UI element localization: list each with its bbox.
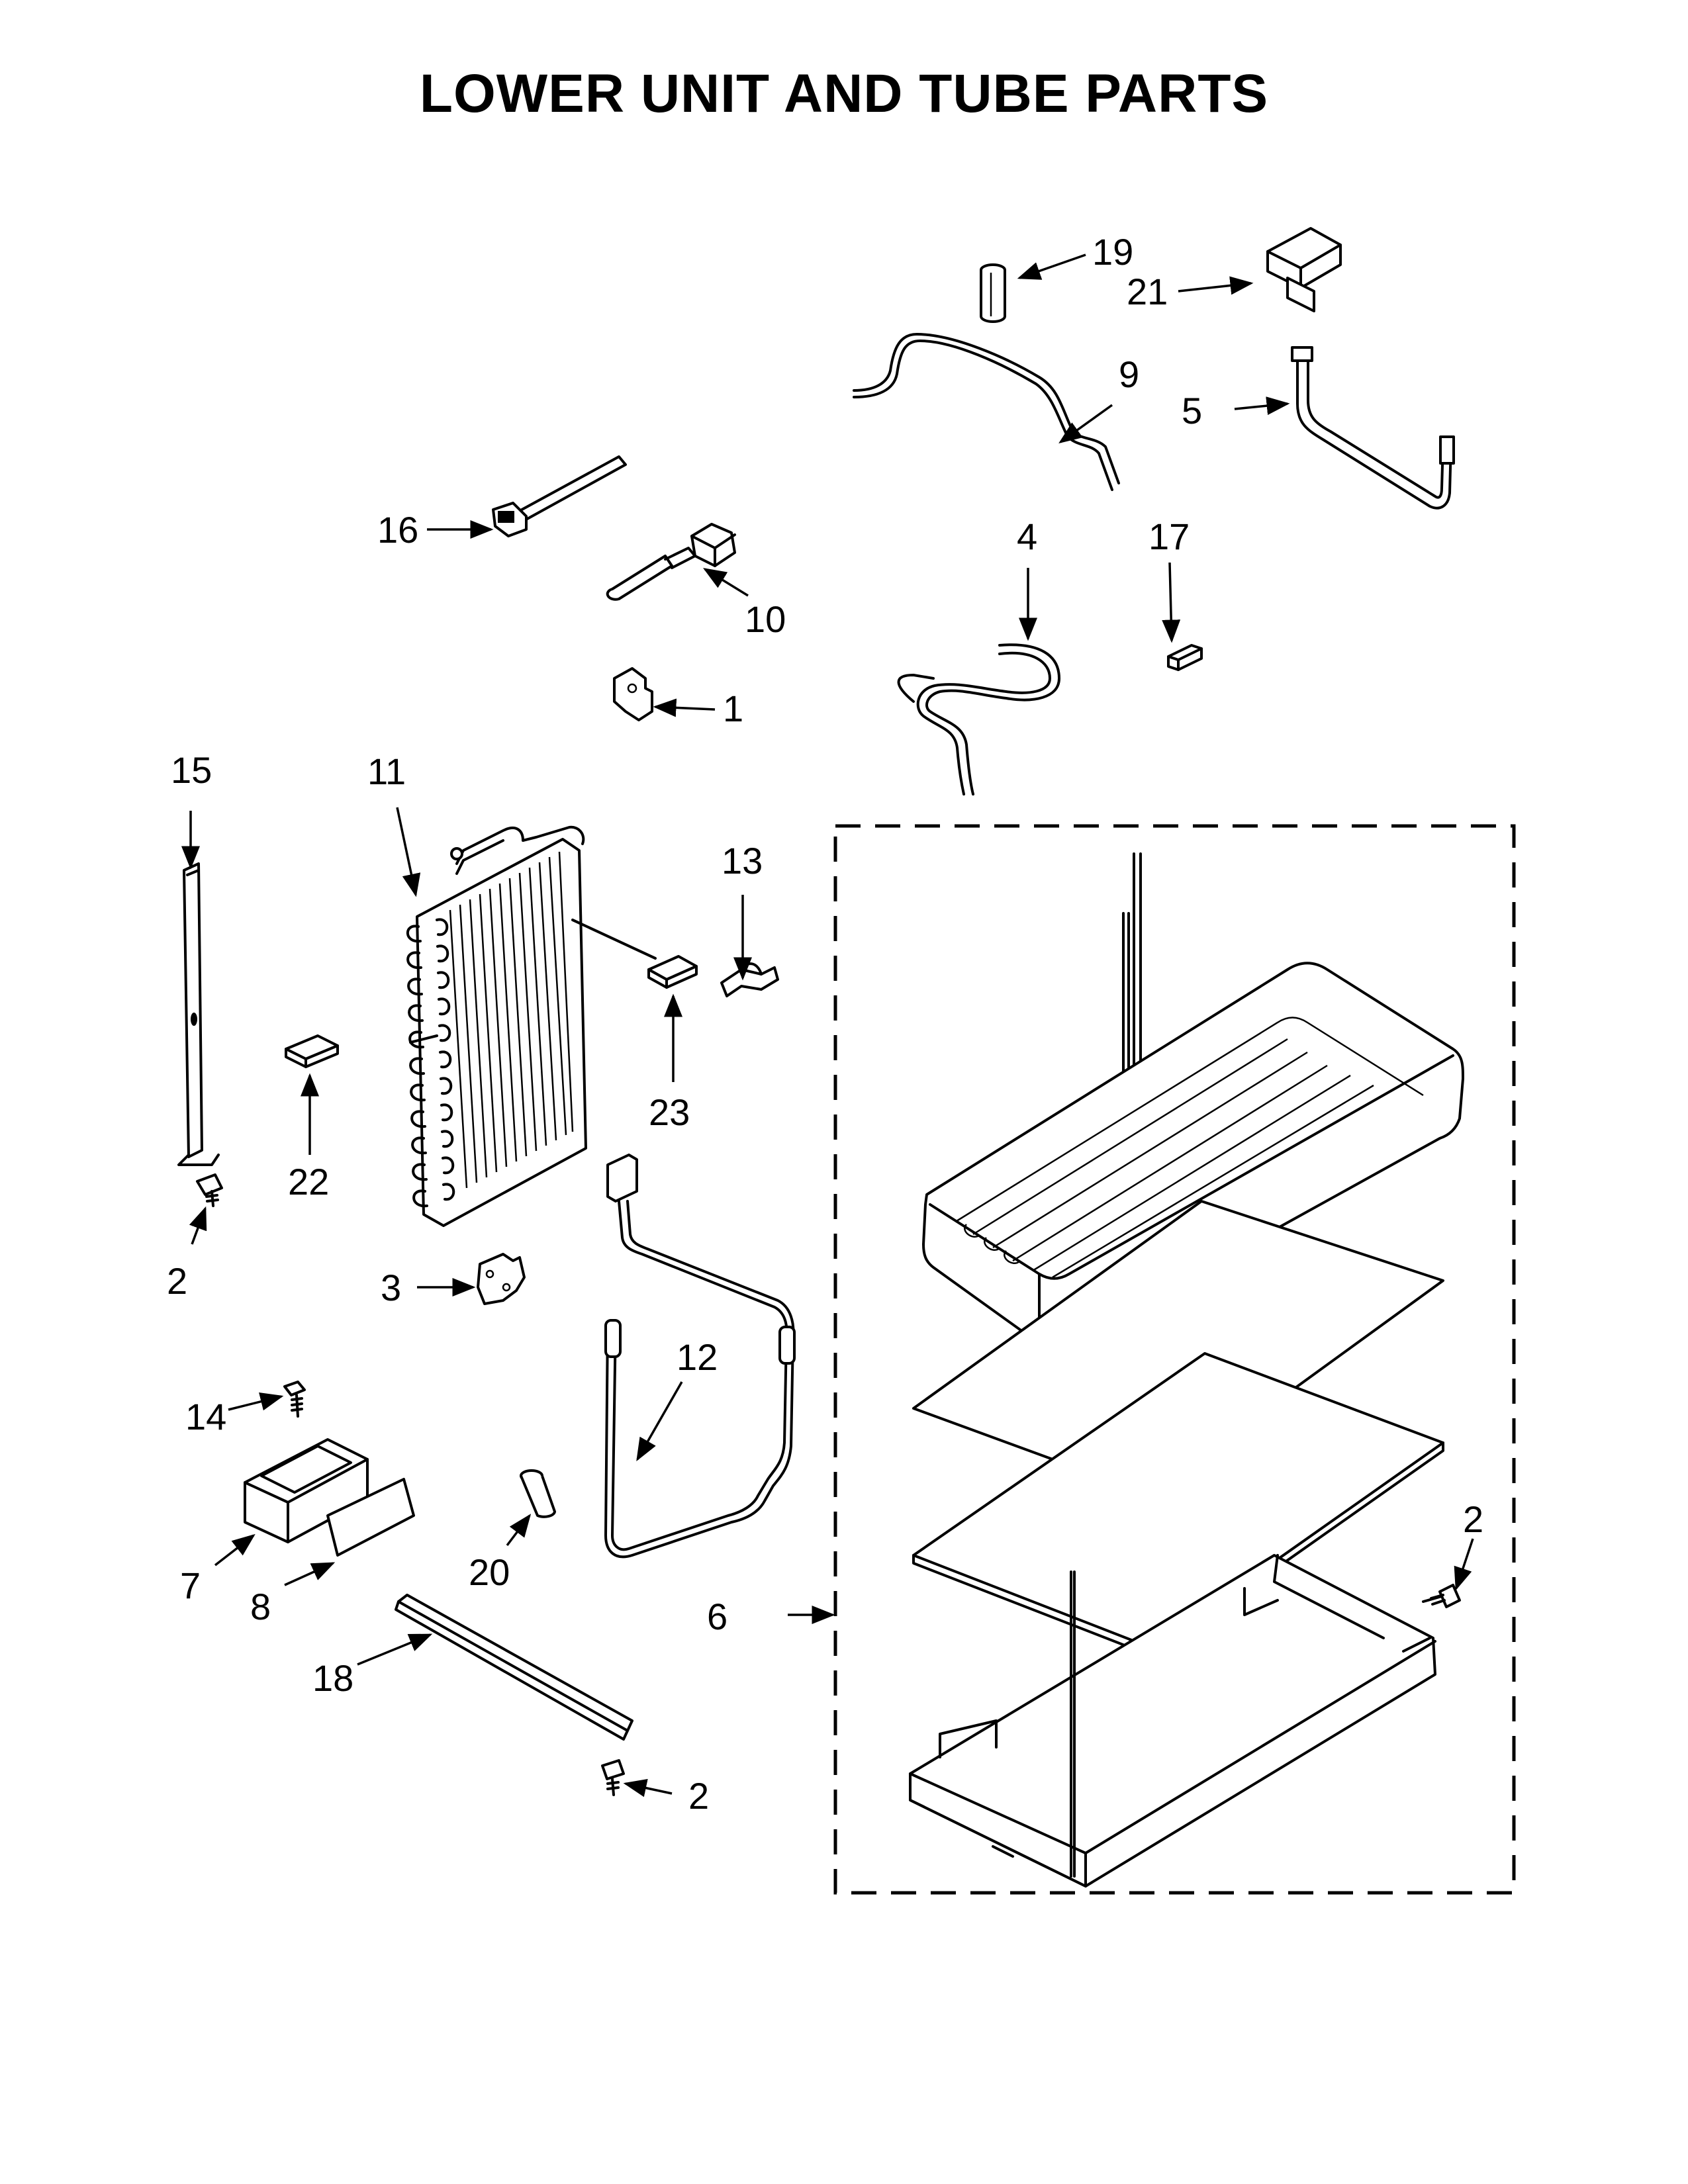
callout-5: 5 bbox=[1182, 390, 1202, 432]
callout-13: 13 bbox=[722, 840, 763, 882]
part-6-assembly-box[interactable] bbox=[833, 824, 1516, 1895]
callout-23: 23 bbox=[649, 1091, 690, 1133]
part-16-cable-tie[interactable] bbox=[492, 455, 627, 537]
part-22-pad[interactable] bbox=[285, 1034, 339, 1068]
callout-10: 10 bbox=[745, 598, 786, 640]
part-1-plate[interactable] bbox=[613, 667, 653, 721]
part-19-sleeve[interactable] bbox=[980, 263, 1006, 323]
part-9-tube[interactable] bbox=[853, 333, 1120, 491]
part-17-clip[interactable] bbox=[1167, 644, 1203, 671]
callout-6: 6 bbox=[707, 1596, 727, 1637]
part-8-plate[interactable] bbox=[326, 1478, 415, 1557]
callout-2-c: 2 bbox=[1463, 1498, 1483, 1540]
part-14-screw[interactable] bbox=[283, 1381, 306, 1418]
part-23-pad[interactable] bbox=[647, 955, 698, 989]
callout-11: 11 bbox=[367, 751, 406, 792]
part-6-drain-pan[interactable] bbox=[922, 852, 1464, 1349]
callout-21: 21 bbox=[1127, 271, 1168, 312]
part-20-sleeve[interactable] bbox=[520, 1469, 556, 1518]
callout-1: 1 bbox=[723, 688, 743, 729]
part-15-bar[interactable] bbox=[177, 862, 220, 1166]
callout-8: 8 bbox=[250, 1586, 271, 1627]
part-18-strip[interactable] bbox=[395, 1594, 633, 1741]
part-7-cover[interactable] bbox=[244, 1438, 369, 1543]
part-5-tube[interactable] bbox=[1291, 346, 1455, 510]
callout-19: 19 bbox=[1092, 231, 1133, 273]
part-13-clip[interactable] bbox=[720, 962, 779, 997]
callout-16: 16 bbox=[377, 509, 418, 551]
callout-22: 22 bbox=[288, 1161, 329, 1203]
leader-lines bbox=[181, 253, 1474, 1797]
callout-labels: 19 21 9 5 16 10 1 4 17 15 11 13 22 23 2 … bbox=[167, 231, 1483, 1817]
callout-2-b: 2 bbox=[688, 1775, 709, 1817]
callout-7: 7 bbox=[180, 1565, 201, 1606]
part-6-pan-base[interactable] bbox=[909, 1554, 1436, 1888]
part-2-screw-a[interactable] bbox=[196, 1173, 223, 1207]
callout-14: 14 bbox=[185, 1396, 226, 1437]
part-12-heater[interactable] bbox=[604, 1154, 796, 1559]
part-2-screw-c[interactable] bbox=[1422, 1584, 1461, 1608]
callout-4: 4 bbox=[1017, 516, 1037, 557]
callout-20: 20 bbox=[469, 1551, 510, 1593]
callout-9: 9 bbox=[1119, 353, 1139, 395]
part-10-thermistor[interactable] bbox=[606, 523, 736, 601]
page-title: LOWER UNIT AND TUBE PARTS bbox=[419, 64, 1269, 124]
part-21-bracket[interactable] bbox=[1266, 227, 1342, 312]
callout-3: 3 bbox=[381, 1267, 401, 1308]
callout-15: 15 bbox=[171, 749, 212, 791]
callout-18: 18 bbox=[312, 1657, 353, 1699]
part-2-screw-b[interactable] bbox=[601, 1759, 625, 1796]
part-3-plate[interactable] bbox=[477, 1253, 526, 1305]
part-4-tube[interactable] bbox=[897, 643, 1060, 796]
callout-17: 17 bbox=[1149, 516, 1190, 557]
callout-2-a: 2 bbox=[167, 1260, 187, 1302]
callout-12: 12 bbox=[677, 1336, 718, 1378]
part-11-evaporator[interactable] bbox=[406, 825, 657, 1227]
